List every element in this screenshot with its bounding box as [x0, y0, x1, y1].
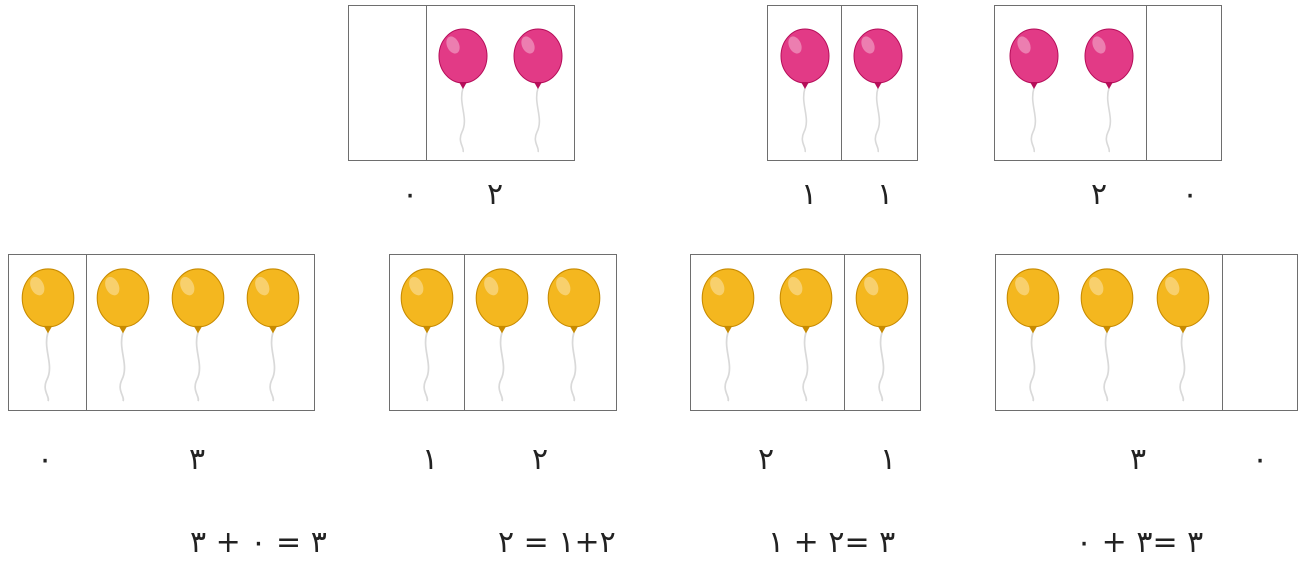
count-label: ٢: [1091, 180, 1107, 210]
balloon-icon: [777, 265, 835, 405]
frame-divider: [1146, 6, 1147, 160]
balloon-icon: [1154, 265, 1212, 405]
balloon-icon: [699, 265, 757, 405]
balloon-icon: [94, 265, 152, 405]
balloon-icon: [169, 265, 227, 405]
balloon-icon: [851, 28, 905, 153]
balloon-icon: [1004, 265, 1062, 405]
tenframe-top-3: [994, 5, 1222, 161]
count-label: ٢: [532, 445, 548, 475]
count-label: ١: [880, 445, 896, 475]
count-label: ١: [801, 180, 817, 210]
balloon-icon: [473, 265, 531, 405]
tenframe-top-2: [767, 5, 918, 161]
balloon-icon: [436, 28, 490, 153]
balloon-icon: [1078, 265, 1136, 405]
count-label: ٣: [1130, 445, 1146, 475]
tenframe-bottom-4: [995, 254, 1298, 411]
balloon-icon: [1007, 28, 1061, 153]
balloon-icon: [244, 265, 302, 405]
balloon-icon: [1082, 28, 1136, 153]
count-label: ٠: [1182, 180, 1198, 210]
count-label: ٣: [189, 445, 205, 475]
equation: ٣ =٢ + ١: [768, 528, 895, 558]
count-label: ٠: [402, 180, 418, 210]
balloon-icon: [778, 28, 832, 153]
equation: ٣ = ٠ + ٣: [190, 528, 327, 558]
balloon-icon: [19, 265, 77, 405]
balloon-icon: [511, 28, 565, 153]
balloon-icon: [853, 265, 911, 405]
count-label: ٢: [758, 445, 774, 475]
balloon-icon: [398, 265, 456, 405]
frame-divider: [1222, 255, 1223, 410]
tenframe-bottom-2: [389, 254, 617, 411]
frame-divider: [426, 6, 427, 160]
tenframe-top-1: [348, 5, 575, 161]
frame-divider: [841, 6, 842, 160]
frame-divider: [86, 255, 87, 410]
equation: ٣ =٣ + ٠: [1076, 528, 1203, 558]
balloon-icon: [545, 265, 603, 405]
tenframe-bottom-1: [8, 254, 315, 411]
frame-divider: [844, 255, 845, 410]
count-label: ١: [422, 445, 438, 475]
count-label: ٠: [37, 445, 53, 475]
tenframe-bottom-3: [690, 254, 921, 411]
count-label: ١: [877, 180, 893, 210]
count-label: ٢: [487, 180, 503, 210]
frame-divider: [464, 255, 465, 410]
count-label: ٠: [1252, 445, 1268, 475]
equation: ٢+١ = ٢: [498, 528, 616, 558]
